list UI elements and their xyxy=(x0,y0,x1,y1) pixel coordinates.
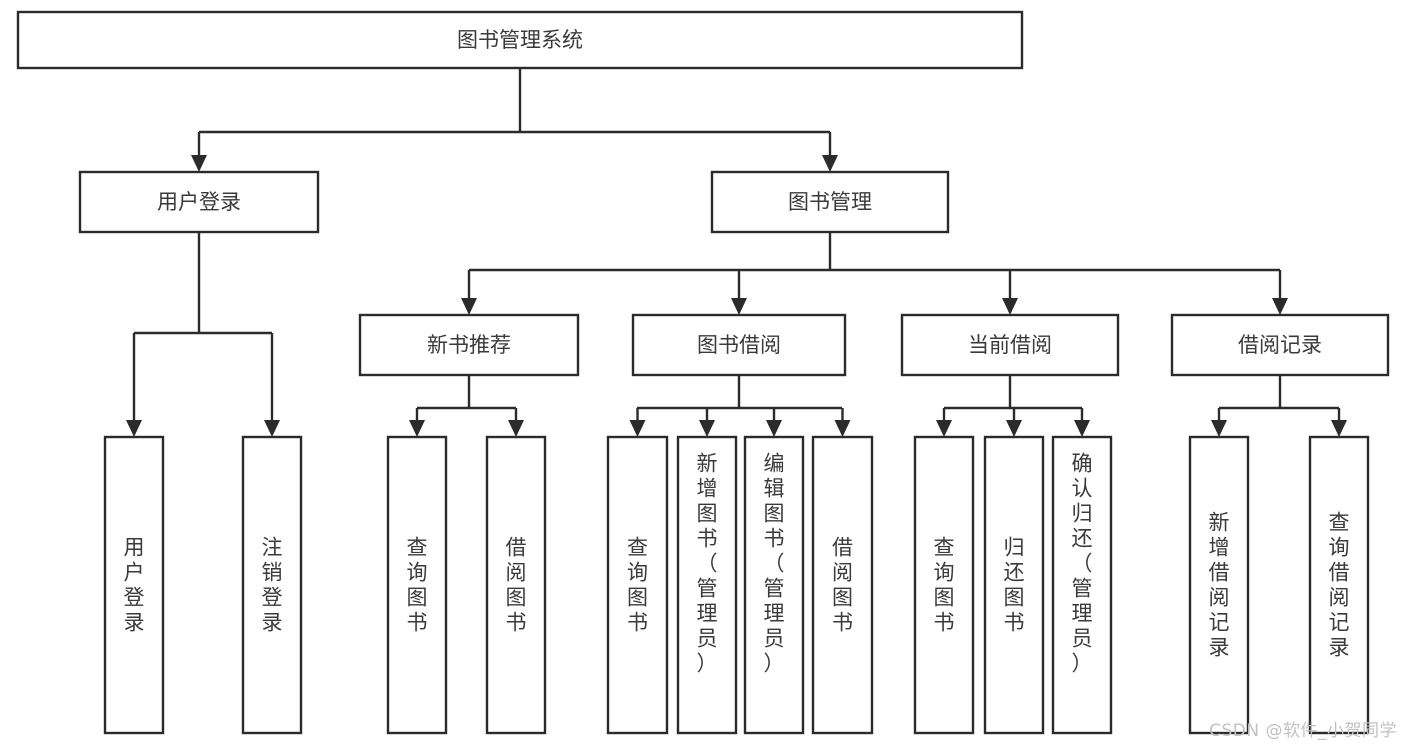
node-leaf-borrow-book-1[interactable]: 借阅图书 xyxy=(485,435,547,735)
node-book-manage[interactable]: 图书管理 xyxy=(710,170,950,234)
node-label-leaf-query-book-3: 查询图书 xyxy=(934,536,955,635)
node-label-leaf-query-book-1: 查询图书 xyxy=(407,536,428,635)
arrow-to-borrow-record xyxy=(1272,298,1288,315)
node-box-leaf-return-book[interactable] xyxy=(983,435,1045,735)
node-leaf-query-record[interactable]: 查询借阅记录 xyxy=(1308,435,1370,735)
arrow-to-leaf-query-record xyxy=(1331,420,1347,437)
arrow-to-leaf-user-login xyxy=(126,420,142,437)
node-leaf-edit-book[interactable]: 编辑图书（管理员） xyxy=(743,435,805,735)
node-leaf-add-book[interactable]: 新增图书（管理员） xyxy=(676,435,738,735)
node-leaf-return-book[interactable]: 归还图书 xyxy=(983,435,1045,735)
node-label-new-book-recommend: 新书推荐 xyxy=(427,333,511,357)
node-label-leaf-edit-book: 编辑图书（管理员） xyxy=(764,452,785,676)
node-leaf-borrow-book-2[interactable]: 借阅图书 xyxy=(811,435,874,735)
node-box-leaf-query-record[interactable] xyxy=(1308,435,1370,735)
node-box-new-book-recommend[interactable] xyxy=(358,313,580,377)
node-box-leaf-query-book-2[interactable] xyxy=(606,435,669,735)
node-new-book-recommend[interactable]: 新书推荐 xyxy=(358,313,580,377)
node-leaf-query-book-3[interactable]: 查询图书 xyxy=(913,435,975,735)
node-leaf-add-record[interactable]: 新增借阅记录 xyxy=(1188,435,1250,735)
node-box-leaf-add-record[interactable] xyxy=(1188,435,1250,735)
arrow-to-leaf-query-book-3 xyxy=(936,420,952,437)
arrow-to-leaf-add-record xyxy=(1211,420,1227,437)
node-box-leaf-query-book-1[interactable] xyxy=(386,435,448,735)
node-box-current-borrow[interactable] xyxy=(900,313,1120,377)
node-label-leaf-borrow-book-2: 借阅图书 xyxy=(832,536,853,635)
node-leaf-user-login[interactable]: 用户登录 xyxy=(103,435,165,735)
node-label-leaf-user-login: 用户登录 xyxy=(124,536,145,635)
csdn-watermark: CSDN @软件_小贺同学 xyxy=(1209,721,1397,741)
node-leaf-query-book-2[interactable]: 查询图书 xyxy=(606,435,669,735)
node-label-leaf-query-record: 查询借阅记录 xyxy=(1329,511,1350,660)
node-leaf-confirm-return[interactable]: 确认归还（管理员） xyxy=(1051,435,1113,735)
node-label-root: 图书管理系统 xyxy=(457,28,583,52)
node-box-leaf-edit-book[interactable] xyxy=(743,435,805,735)
arrow-to-new-book-recommend xyxy=(461,298,477,315)
node-label-borrow-record: 借阅记录 xyxy=(1238,333,1322,357)
node-book-borrow[interactable]: 图书借阅 xyxy=(631,313,847,377)
node-label-leaf-add-book: 新增图书（管理员） xyxy=(697,452,718,676)
node-box-root[interactable] xyxy=(16,10,1024,70)
node-box-leaf-borrow-book-2[interactable] xyxy=(811,435,874,735)
node-leaf-user-logout[interactable]: 注销登录 xyxy=(241,435,303,735)
node-box-user-login[interactable] xyxy=(78,170,320,234)
node-leaf-query-book-1[interactable]: 查询图书 xyxy=(386,435,448,735)
node-box-leaf-confirm-return[interactable] xyxy=(1051,435,1113,735)
arrow-to-leaf-query-book-2 xyxy=(629,420,646,437)
node-label-current-borrow: 当前借阅 xyxy=(968,333,1052,357)
arrow-to-leaf-add-book xyxy=(699,420,715,437)
arrow-to-leaf-edit-book xyxy=(766,420,782,437)
arrow-to-leaf-borrow-book-2 xyxy=(834,420,851,437)
arrow-to-leaf-borrow-book-1 xyxy=(508,420,524,437)
arrow-to-book-borrow xyxy=(731,298,747,315)
nodes-layer: 图书管理系统用户登录图书管理新书推荐图书借阅当前借阅借阅记录用户登录注销登录查询… xyxy=(16,10,1390,735)
node-label-user-login: 用户登录 xyxy=(157,190,241,214)
arrow-to-book-manage xyxy=(822,155,838,172)
edges-layer xyxy=(126,68,1347,437)
node-label-leaf-add-record: 新增借阅记录 xyxy=(1209,511,1230,660)
node-box-leaf-user-logout[interactable] xyxy=(241,435,303,735)
node-label-leaf-user-logout: 注销登录 xyxy=(262,536,283,635)
node-box-book-manage[interactable] xyxy=(710,170,950,234)
arrow-to-user-login xyxy=(191,155,207,172)
arrow-to-leaf-query-book-1 xyxy=(409,420,425,437)
node-box-book-borrow[interactable] xyxy=(631,313,847,377)
node-label-leaf-confirm-return: 确认归还（管理员） xyxy=(1072,452,1093,676)
arrow-to-current-borrow xyxy=(1002,298,1018,315)
node-box-leaf-borrow-book-1[interactable] xyxy=(485,435,547,735)
node-box-borrow-record[interactable] xyxy=(1170,313,1390,377)
node-box-leaf-user-login[interactable] xyxy=(103,435,165,735)
node-box-leaf-query-book-3[interactable] xyxy=(913,435,975,735)
node-label-leaf-borrow-book-1: 借阅图书 xyxy=(506,536,527,635)
node-label-leaf-query-book-2: 查询图书 xyxy=(627,536,648,635)
node-box-leaf-add-book[interactable] xyxy=(676,435,738,735)
arrow-to-leaf-user-logout xyxy=(264,420,280,437)
node-label-leaf-return-book: 归还图书 xyxy=(1004,536,1025,635)
arrow-to-leaf-confirm-return xyxy=(1074,420,1090,437)
arrow-to-leaf-return-book xyxy=(1006,420,1022,437)
node-current-borrow[interactable]: 当前借阅 xyxy=(900,313,1120,377)
node-root[interactable]: 图书管理系统 xyxy=(16,10,1024,70)
node-user-login[interactable]: 用户登录 xyxy=(78,170,320,234)
node-borrow-record[interactable]: 借阅记录 xyxy=(1170,313,1390,377)
node-label-book-borrow: 图书借阅 xyxy=(697,333,781,357)
node-label-book-manage: 图书管理 xyxy=(788,190,872,214)
